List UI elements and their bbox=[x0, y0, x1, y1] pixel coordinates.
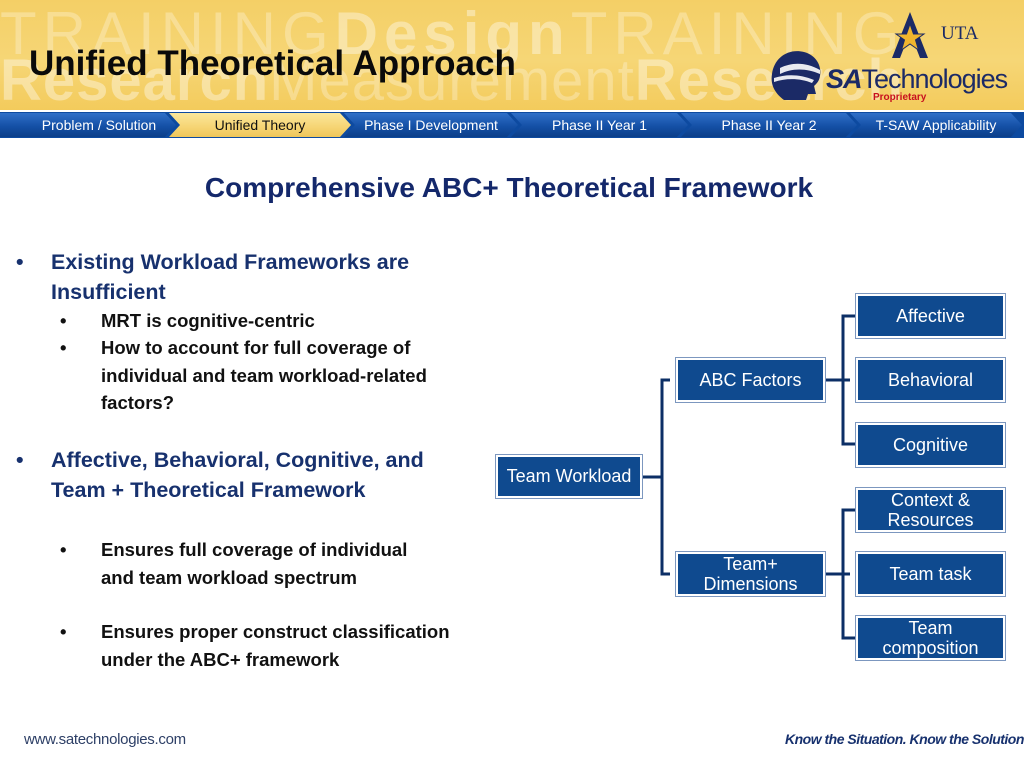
node-abc-factors: ABC Factors bbox=[676, 358, 825, 402]
footer-website-link[interactable]: www.satechnologies.com bbox=[24, 731, 186, 748]
node-context-resources: Context & Resources bbox=[856, 488, 1005, 532]
page-title: Unified Theoretical Approach bbox=[29, 44, 516, 83]
bullet-sub-2-2: • Ensures proper construct classificatio… bbox=[60, 618, 450, 673]
bullet-main-1-text: Existing Workload Frameworks are Insuffi… bbox=[51, 250, 410, 304]
bullet-main-2: • Affective, Behavioral, Cognitive, and … bbox=[16, 445, 456, 505]
bullet-main-2-text: Affective, Behavioral, Cognitive, and Te… bbox=[51, 448, 424, 502]
company-logo-technologies: Technologies bbox=[861, 64, 1009, 94]
nav-tab-phase-2-year-2[interactable]: Phase II Year 2 bbox=[681, 113, 857, 137]
bullet-sub-2-2-text: Ensures proper construct classification … bbox=[101, 621, 450, 670]
nav-tab-phase-2-year-1[interactable]: Phase II Year 1 bbox=[511, 113, 688, 137]
nav-tab-label: Phase I Development bbox=[364, 117, 498, 133]
nav-tab-label: Phase II Year 2 bbox=[721, 117, 817, 133]
node-behavioral: Behavioral bbox=[856, 358, 1005, 402]
bullet-dot-icon: • bbox=[60, 337, 67, 358]
slide-subtitle: Comprehensive ABC+ Theoretical Framework bbox=[204, 172, 814, 203]
proprietary-label: Proprietary bbox=[873, 92, 927, 103]
node-team-task: Team task bbox=[856, 552, 1005, 596]
node-team-composition: Team composition bbox=[856, 616, 1005, 660]
header-banner: TRAININGDesignTRAINING ResearchMeasureme… bbox=[0, 0, 1024, 110]
bullet-sub-1-1: • MRT is cognitive-centric bbox=[60, 307, 460, 335]
nav-tab-t-saw-applicability[interactable]: T-SAW Applicability bbox=[850, 113, 1022, 137]
bullet-sub-1-2: • How to account for full coverage of in… bbox=[60, 334, 470, 417]
bullet-dot-icon: • bbox=[60, 539, 67, 560]
nav-tab-label: Unified Theory bbox=[214, 117, 306, 133]
node-cognitive: Cognitive bbox=[856, 423, 1005, 467]
bullet-sub-1-2-text: How to account for full coverage of indi… bbox=[101, 337, 427, 413]
sa-technologies-head-logo-icon bbox=[771, 51, 821, 100]
bullet-sub-2-1-text: Ensures full coverage of individual and … bbox=[101, 539, 408, 588]
nav-tab-phase-1-development[interactable]: Phase I Development bbox=[344, 113, 518, 137]
nav-tab-unified-theory[interactable]: Unified Theory bbox=[169, 113, 351, 137]
nav-tab-label: Problem / Solution bbox=[41, 117, 157, 133]
bullet-dot-icon: • bbox=[60, 621, 67, 642]
navigation-bar: Problem / Solution Unified Theory Phase … bbox=[0, 112, 1024, 138]
diagram-connectors bbox=[641, 314, 856, 640]
bullet-sub-1-1-text: MRT is cognitive-centric bbox=[101, 310, 315, 331]
nav-tab-problem-solution[interactable]: Problem / Solution bbox=[0, 113, 176, 137]
uta-logo-text: UTA bbox=[941, 23, 979, 44]
bullet-dot-icon: • bbox=[16, 250, 24, 274]
bullet-dot-icon: • bbox=[16, 448, 24, 472]
abc-framework-diagram: Team Workload ABC Factors Team+ Dimensio… bbox=[494, 292, 1008, 664]
bullet-main-1: • Existing Workload Frameworks are Insuf… bbox=[16, 247, 456, 307]
company-logo-text: SATechnologies bbox=[826, 64, 1009, 94]
bullet-dot-icon: • bbox=[60, 310, 67, 331]
node-affective: Affective bbox=[856, 294, 1005, 338]
uta-star-logo-icon bbox=[892, 12, 928, 58]
company-logo-sa: SA bbox=[826, 64, 863, 94]
bullet-sub-2-1: • Ensures full coverage of individual an… bbox=[60, 536, 430, 591]
footer-tagline: Know the Situation. Know the Solution. bbox=[785, 731, 1024, 747]
node-team-plus-dimensions: Team+ Dimensions bbox=[676, 552, 825, 596]
nav-tab-label: T-SAW Applicability bbox=[875, 117, 997, 133]
nav-tab-label: Phase II Year 1 bbox=[552, 117, 647, 133]
node-team-workload: Team Workload bbox=[496, 455, 642, 498]
